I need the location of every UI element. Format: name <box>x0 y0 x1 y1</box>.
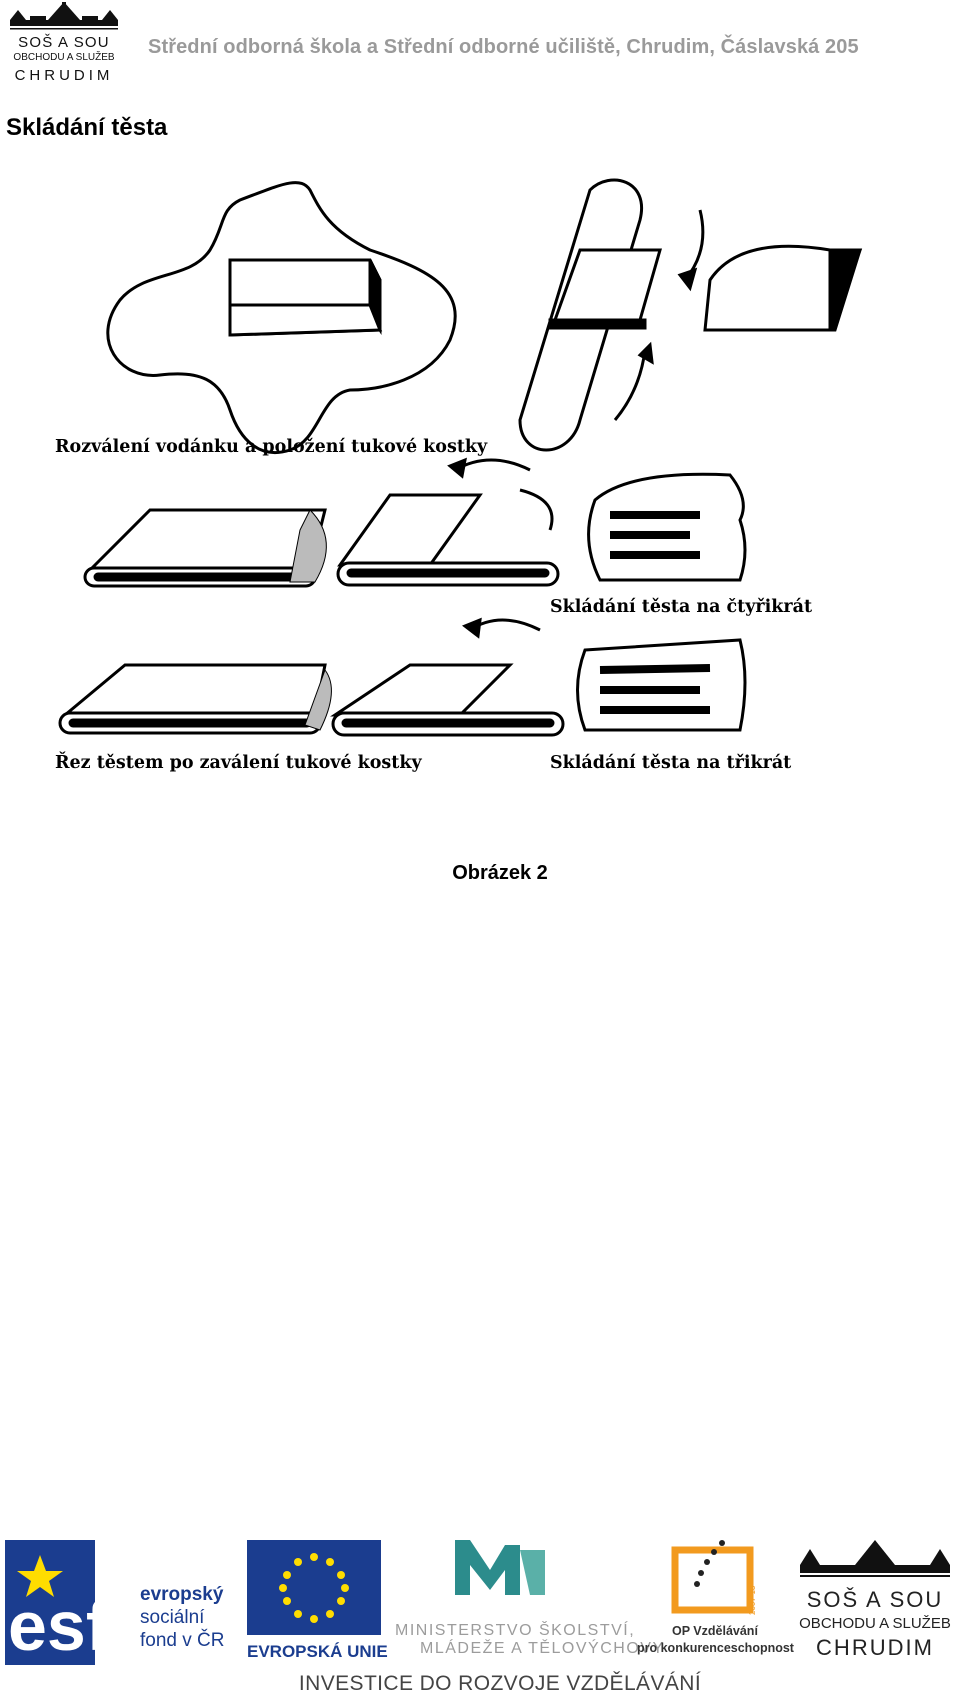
school-name: Střední odborná škola a Střední odborné … <box>148 36 859 58</box>
logo-line3: CHRUDIM <box>15 67 114 84</box>
school-logo-line2: OBCHODU A SLUŽEB <box>799 1615 951 1632</box>
footer-logos: esf evropský sociální fond v ČR EVROPSKÁ… <box>5 1540 951 1665</box>
op-years: 2007-13 <box>748 1585 757 1615</box>
esf-line2: sociální <box>140 1607 205 1628</box>
msmt-mark-icon <box>455 1540 520 1595</box>
label-rolling: Rozválení vodánku a položení tukové kost… <box>55 437 488 457</box>
msmt-line1: MINISTERSTVO ŠKOLSTVÍ, <box>395 1620 635 1639</box>
school-logo-line3: CHRUDIM <box>816 1635 934 1660</box>
fold-three-drawing <box>58 617 747 737</box>
page-title: Skládání těsta <box>6 114 168 141</box>
esf-line1: evropský <box>140 1584 224 1605</box>
logo-line2: OBCHODU A SLUŽEB <box>13 50 114 63</box>
eu-logo: EVROPSKÁ UNIE <box>247 1540 388 1661</box>
eu-stars-icon <box>279 1553 349 1623</box>
label-fold-three: Skládání těsta na třikrát <box>550 753 791 773</box>
op-frame-icon <box>671 1546 754 1614</box>
esf-logo: esf evropský sociální fond v ČR <box>5 1540 224 1665</box>
op-logo: 2007-13 OP Vzdělávání pro konkurencescho… <box>637 1540 795 1655</box>
msmt-line2: MLÁDEŽE A TĚLOVÝCHOVY <box>420 1638 665 1657</box>
esf-line3: fond v ČR <box>140 1629 224 1651</box>
fold-four-drawing <box>83 457 747 588</box>
eu-label: EVROPSKÁ UNIE <box>247 1642 388 1661</box>
school-logo: SOŠ A SOU OBCHODU A SLUŽEB CHRUDIM <box>10 2 118 84</box>
op-line2: pro konkurenceschopnost <box>637 1641 795 1655</box>
chateau-icon <box>800 1540 950 1577</box>
chateau-icon <box>10 2 118 30</box>
logo-line1: SOŠ A SOU <box>18 34 110 51</box>
label-fold-four: Skládání těsta na čtyřikrát <box>550 597 812 617</box>
star-icon <box>17 1555 63 1597</box>
msmt-logo: MINISTERSTVO ŠKOLSTVÍ, MLÁDEŽE A TĚLOVÝC… <box>395 1540 665 1657</box>
op-line1: OP Vzdělávání <box>672 1624 758 1638</box>
dough-strip-drawing <box>518 178 863 452</box>
rolled-dough-drawing <box>106 181 457 455</box>
figure-caption: Obrázek 2 <box>452 862 548 884</box>
label-cross-section: Řez těstem po zaválení tukové kostky <box>55 752 422 773</box>
school-logo-line1: SOŠ A SOU <box>807 1587 944 1612</box>
dough-folding-illustration: Rozválení vodánku a položení tukové kost… <box>55 178 863 773</box>
school-logo-footer: SOŠ A SOU OBCHODU A SLUŽEB CHRUDIM <box>799 1540 951 1660</box>
esf-mark: esf <box>8 1587 110 1665</box>
footer-motto: INVESTICE DO ROZVOJE VZDĚLÁVÁNÍ <box>298 1672 702 1695</box>
